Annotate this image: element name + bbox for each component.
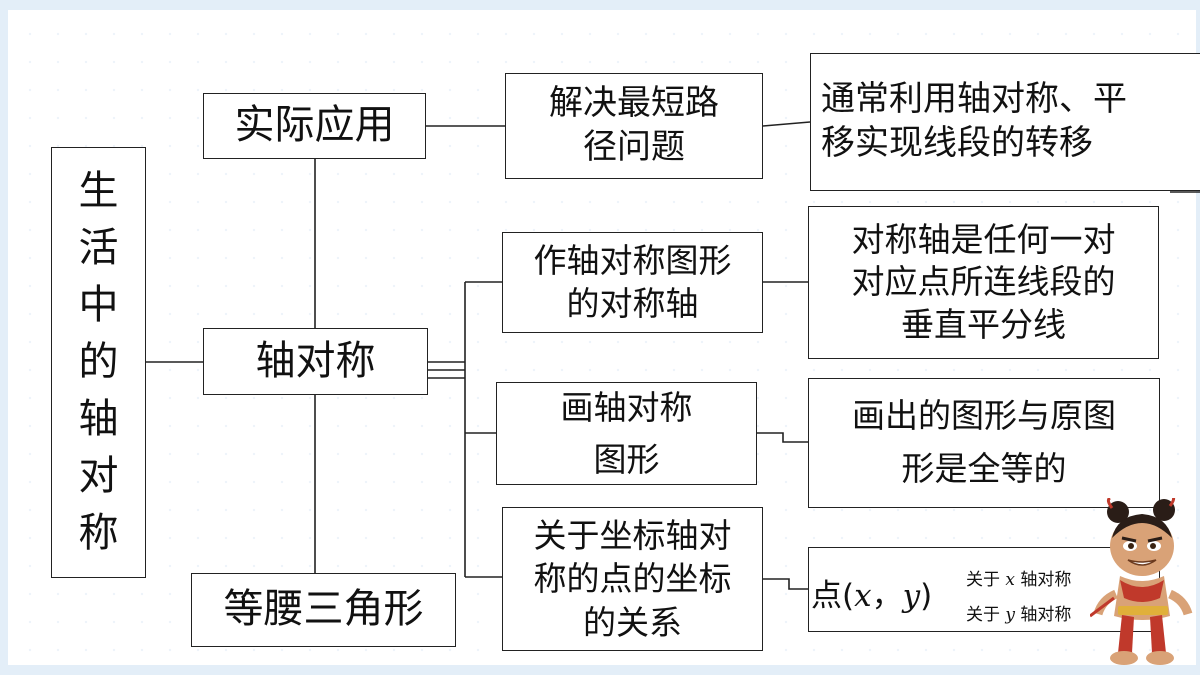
root-char: 活	[78, 225, 119, 271]
topic-line: 称的点的坐标	[533, 559, 732, 599]
branch-application: 实际应用	[203, 93, 426, 159]
topic-line: 解决最短路	[549, 83, 719, 124]
note-line: 垂直平分线	[901, 304, 1066, 344]
branch-application-label: 实际应用	[234, 102, 395, 149]
note-line: 形是全等的	[901, 449, 1067, 488]
branch-axial-symmetry: 轴对称	[203, 328, 428, 395]
cartoon-character-icon	[1090, 498, 1193, 665]
branch-isosceles-label: 等腰三角形	[223, 586, 424, 633]
topic-draw-figure: 画轴对称 图形	[496, 382, 757, 485]
root-node: 生活中的轴对称	[51, 147, 146, 578]
note-congruent-figure: 画出的图形与原图 形是全等的	[808, 378, 1160, 508]
note-line: 画出的图形与原图	[852, 396, 1116, 436]
topic-line: 关于坐标轴对	[533, 515, 732, 555]
root-label: 生活中的轴对称	[79, 163, 119, 562]
topic-line: 的对称轴	[566, 283, 699, 323]
root-char: 对	[78, 453, 119, 499]
topic-line: 作轴对称图形	[533, 241, 732, 281]
note-line: 对称轴是任何一对	[851, 220, 1116, 260]
root-char: 轴	[78, 396, 119, 442]
topic-line: 径问题	[583, 127, 685, 167]
topic-line: 的关系	[583, 602, 682, 642]
topic-shortest-path: 解决最短路 径问题	[505, 73, 763, 179]
branch-axial-label: 轴对称	[255, 337, 376, 384]
note-shortest-path: 通常利用轴对称、平 移实现线段的转移	[810, 53, 1200, 191]
root-char: 中	[78, 282, 119, 328]
note-axis-definition: 对称轴是任何一对 对应点所连线段的 垂直平分线	[808, 206, 1159, 359]
formula-upper-label: 关于 x 轴对称	[966, 570, 1072, 590]
note-line: 对应点所连线段的	[851, 262, 1116, 302]
topic-find-axis: 作轴对称图形 的对称轴	[502, 232, 763, 333]
note-line: 移实现线段的转移	[821, 123, 1093, 163]
root-char: 的	[78, 339, 119, 385]
note-line: 通常利用轴对称、平	[821, 79, 1127, 120]
topic-coordinate-symmetry: 关于坐标轴对 称的点的坐标 的关系	[502, 507, 763, 651]
formula-lower-label: 关于 y 轴对称	[966, 605, 1072, 625]
note-coordinate-formula	[808, 547, 1160, 632]
topic-line: 画轴对称	[560, 388, 693, 428]
topic-line: 图形	[593, 439, 660, 479]
root-char: 生	[78, 168, 119, 214]
formula-point: 点(x，y)	[811, 578, 933, 614]
branch-isosceles-triangle: 等腰三角形	[191, 573, 456, 647]
root-char: 称	[78, 510, 119, 556]
